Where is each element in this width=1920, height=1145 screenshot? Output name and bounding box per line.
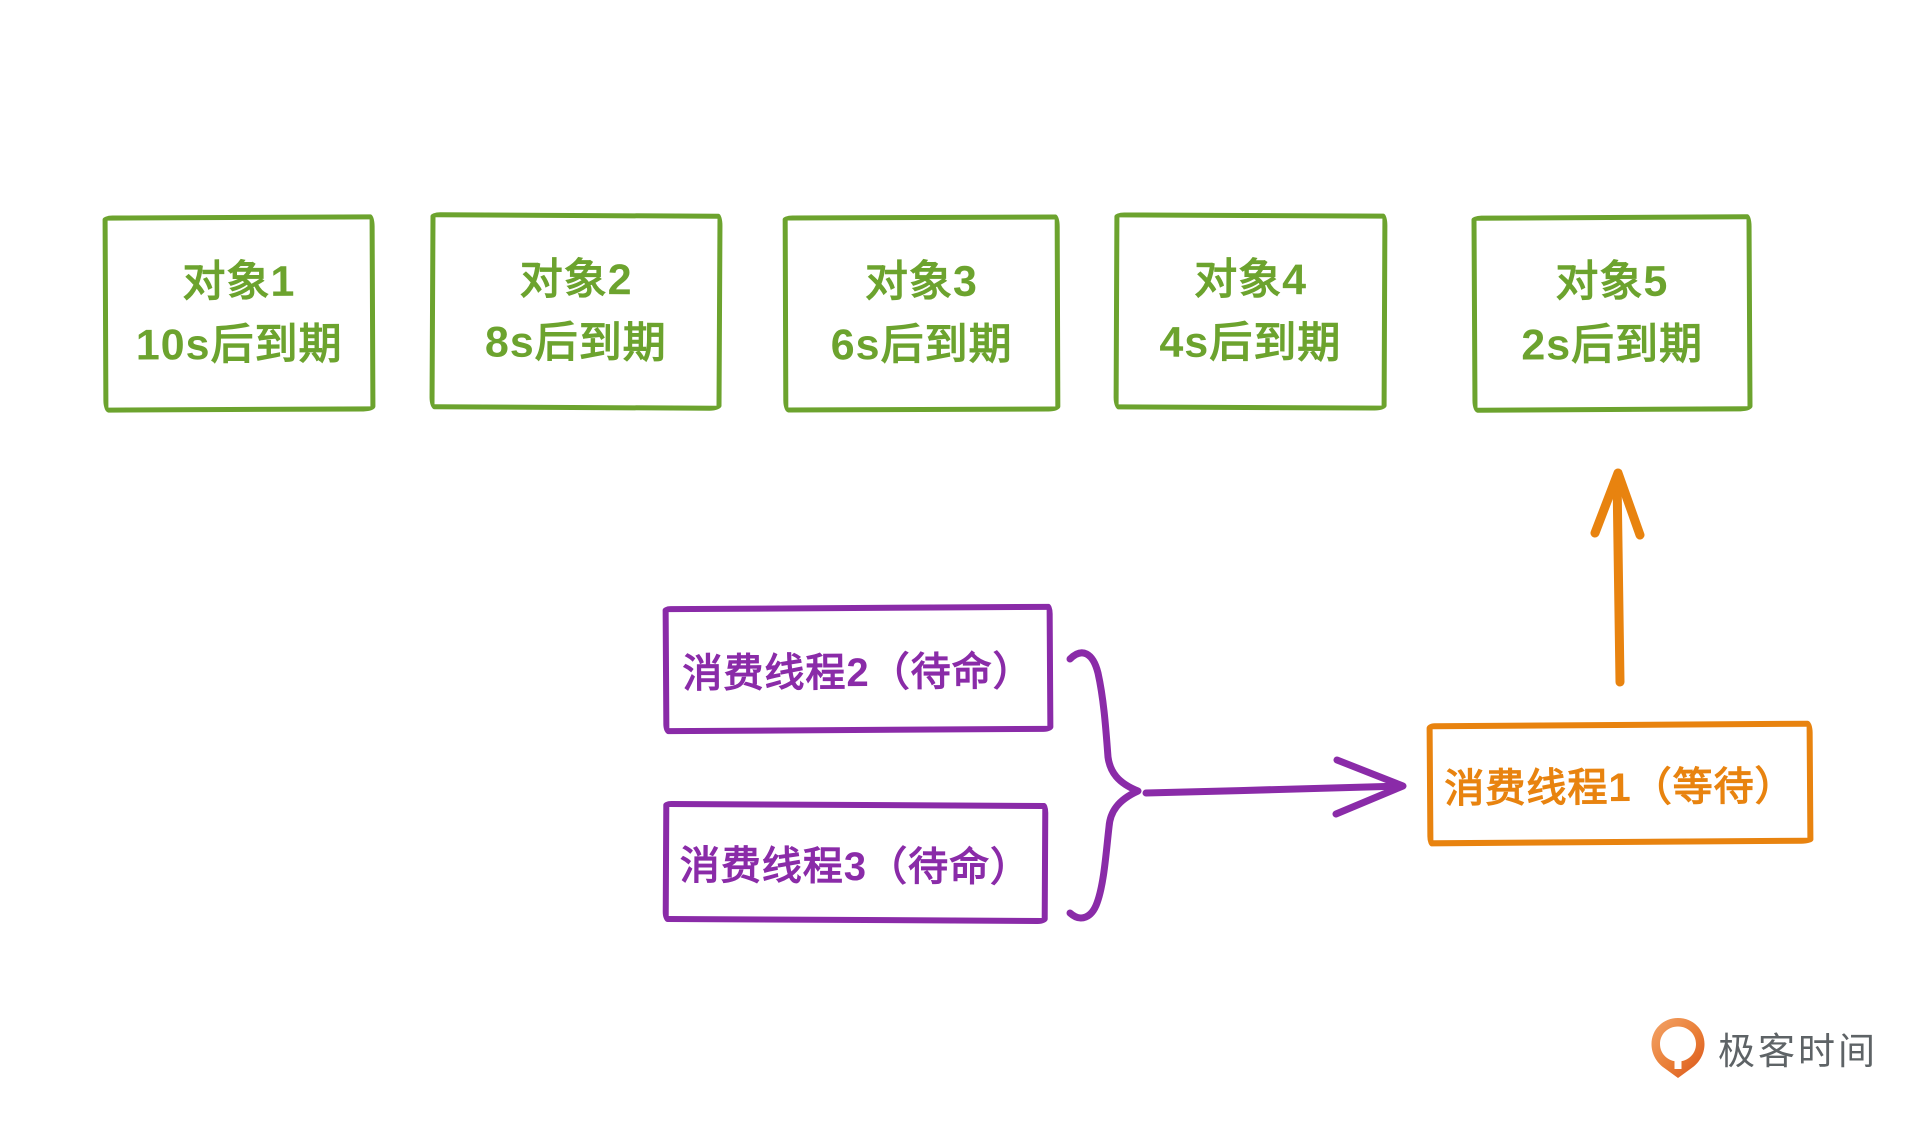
object-2-expiry: 8s后到期 [484,318,667,367]
brand-logo: 极客时间 [1648,1016,1878,1079]
object-3-name: 对象3 [864,257,978,306]
geektime-logo-icon [1651,1018,1705,1078]
arrow-to-object5-icon [1590,468,1645,687]
object-5-expiry: 2s后到期 [1521,320,1704,369]
object-4-expiry: 4s后到期 [1159,318,1342,367]
object-box-3: 对象3 6s后到期 [782,214,1061,413]
standby-thread-3-label: 消费线程3（待命） [679,843,1032,890]
waiting-thread-box-1: 消费线程1（等待） [1426,720,1814,847]
object-2-name: 对象2 [519,255,633,304]
object-3-expiry: 6s后到期 [830,320,1013,369]
object-4-name: 对象4 [1194,255,1308,304]
object-box-4: 对象4 4s后到期 [1113,212,1388,411]
object-box-5: 对象5 2s后到期 [1471,214,1753,413]
object-box-1: 对象1 10s后到期 [102,214,376,413]
object-box-2: 对象2 8s后到期 [429,212,723,411]
arrow-to-waiting-thread-icon [1142,756,1407,818]
standby-thread-box-3: 消费线程3（待命） [662,800,1049,925]
brand-logo-text: 极客时间 [1718,1030,1878,1072]
object-5-name: 对象5 [1555,257,1669,306]
curly-brace [1066,649,1142,922]
waiting-thread-1-label: 消费线程1（等待） [1444,764,1796,811]
standby-thread-2-label: 消费线程2（待命） [682,649,1034,697]
object-1-expiry: 10s后到期 [135,320,343,369]
standby-thread-box-2: 消费线程2（待命） [662,603,1054,735]
object-1-name: 对象1 [182,257,296,306]
